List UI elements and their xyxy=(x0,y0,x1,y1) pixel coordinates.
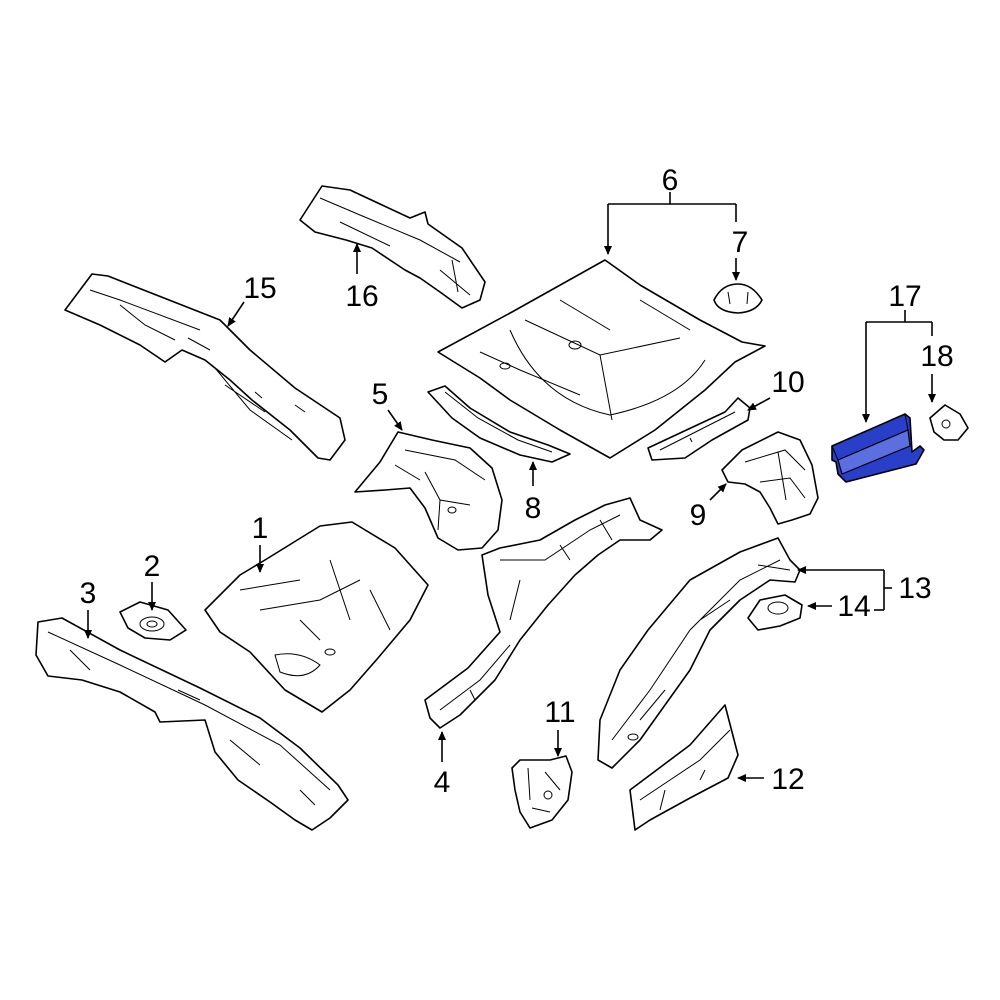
part-10[interactable] xyxy=(647,397,751,461)
callout-16: 16 xyxy=(345,280,378,313)
callout-9: 9 xyxy=(690,499,707,532)
part-17-highlighted[interactable] xyxy=(831,413,925,483)
callout-10: 10 xyxy=(771,366,804,399)
callout-18: 18 xyxy=(920,340,953,373)
part-12[interactable] xyxy=(629,704,739,831)
part-11[interactable] xyxy=(511,755,573,829)
part-16[interactable] xyxy=(299,185,486,309)
part-8[interactable] xyxy=(427,385,571,463)
callout-4: 4 xyxy=(434,766,451,799)
callout-15: 15 xyxy=(243,272,276,305)
callout-13: 13 xyxy=(898,572,931,605)
callout-1: 1 xyxy=(252,512,269,545)
part-4[interactable] xyxy=(424,497,663,729)
part-9[interactable] xyxy=(721,431,819,525)
callout-7: 7 xyxy=(732,226,749,259)
part-6[interactable] xyxy=(437,259,766,459)
callout-labels: 6 7 17 18 15 16 5 10 8 9 1 2 3 13 14 11 … xyxy=(80,164,954,799)
callout-6: 6 xyxy=(662,164,679,197)
part-2[interactable] xyxy=(119,601,187,641)
part-15[interactable] xyxy=(64,273,346,461)
part-5[interactable] xyxy=(354,431,503,551)
callout-2: 2 xyxy=(144,550,161,583)
leader-lines xyxy=(84,192,936,782)
callout-14: 14 xyxy=(837,590,870,623)
callout-8: 8 xyxy=(525,492,542,525)
part-13[interactable] xyxy=(597,537,801,769)
part-3[interactable] xyxy=(35,617,349,831)
callout-17: 17 xyxy=(888,280,921,313)
callout-5: 5 xyxy=(372,378,389,411)
callout-3: 3 xyxy=(80,577,97,610)
callout-11: 11 xyxy=(544,696,575,729)
part-18[interactable] xyxy=(929,404,969,441)
part-7[interactable] xyxy=(713,283,763,314)
part-1[interactable] xyxy=(204,521,429,713)
part-14[interactable] xyxy=(747,594,803,631)
callout-12: 12 xyxy=(771,763,804,796)
